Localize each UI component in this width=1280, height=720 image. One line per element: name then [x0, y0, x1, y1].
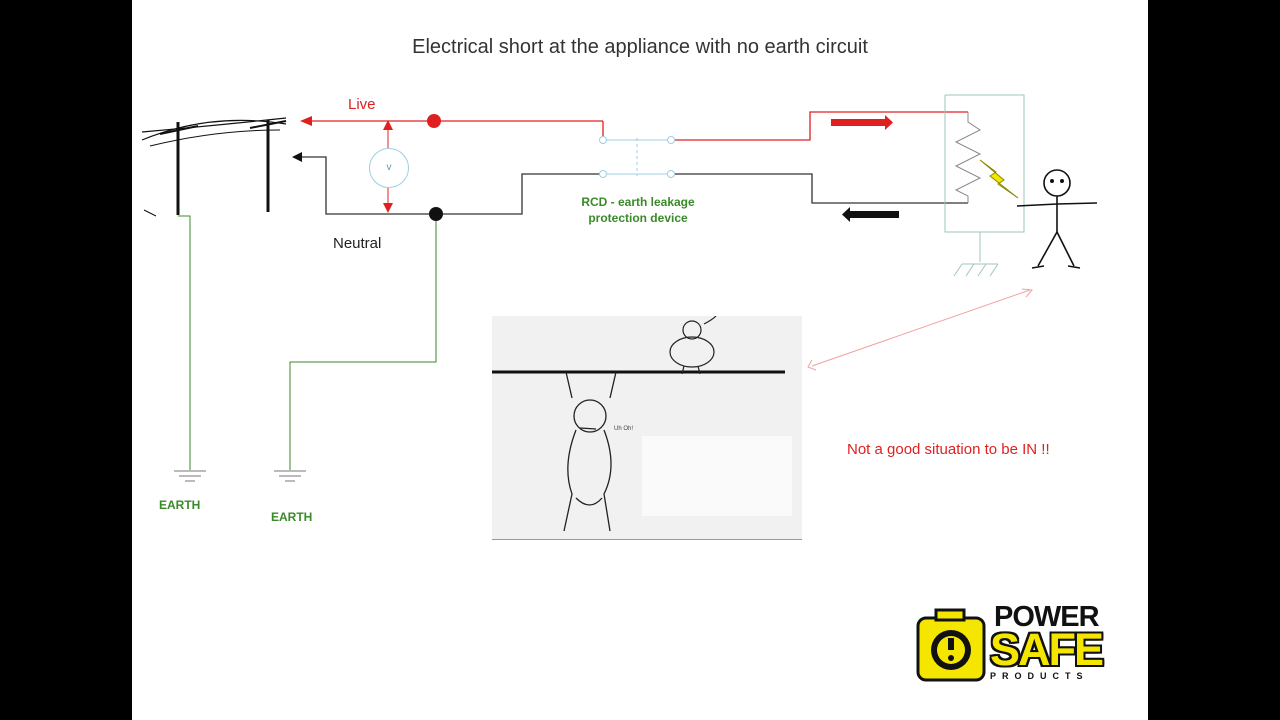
- current-arrow-left: [842, 207, 899, 222]
- cartoon-panel: [492, 315, 802, 540]
- rcd-switch: [599, 136, 675, 178]
- stick-figure: [1016, 169, 1098, 269]
- cartoon-speech-text: Uh Oh!: [614, 426, 634, 432]
- logo-line-products: PRODUCTS: [990, 671, 1089, 681]
- neutral-wire: [300, 156, 968, 215]
- hanging-man-drawing: [563, 371, 617, 532]
- lightning-bolt-icon: [979, 159, 1019, 199]
- ground-symbol-1: [174, 470, 206, 482]
- appliance: [944, 94, 1025, 277]
- neutral-arrow-left: [292, 152, 302, 162]
- earth-label-1: EARTH: [159, 498, 201, 512]
- earth-wires: [178, 214, 437, 470]
- neutral-label: Neutral: [333, 235, 382, 252]
- pointer-arrow: [807, 288, 1034, 371]
- neutral-junction: [429, 207, 443, 221]
- earth-label-2: EARTH: [271, 510, 313, 524]
- power-safe-logo: [916, 608, 986, 682]
- live-junction: [427, 114, 441, 128]
- live-arrow-left: [300, 116, 312, 126]
- logo-line-safe: SAFE: [990, 624, 1104, 675]
- rcd-label: RCD - earth leakage protection device: [581, 195, 695, 225]
- diagram-title: Electrical short at the appliance with n…: [412, 36, 868, 58]
- bird-drawing: [669, 315, 717, 375]
- voltmeter: v: [369, 148, 409, 188]
- logo-line-power: POWER: [994, 601, 1100, 633]
- live-label: Live: [348, 96, 376, 113]
- warning-text: Not a good situation to be IN !!: [847, 441, 1050, 458]
- plug-socket-icon: [916, 608, 986, 682]
- current-arrow-right: [831, 115, 893, 130]
- cartoon-illustration: [492, 315, 792, 532]
- ground-symbol-2: [274, 470, 306, 482]
- power-poles: [141, 117, 287, 217]
